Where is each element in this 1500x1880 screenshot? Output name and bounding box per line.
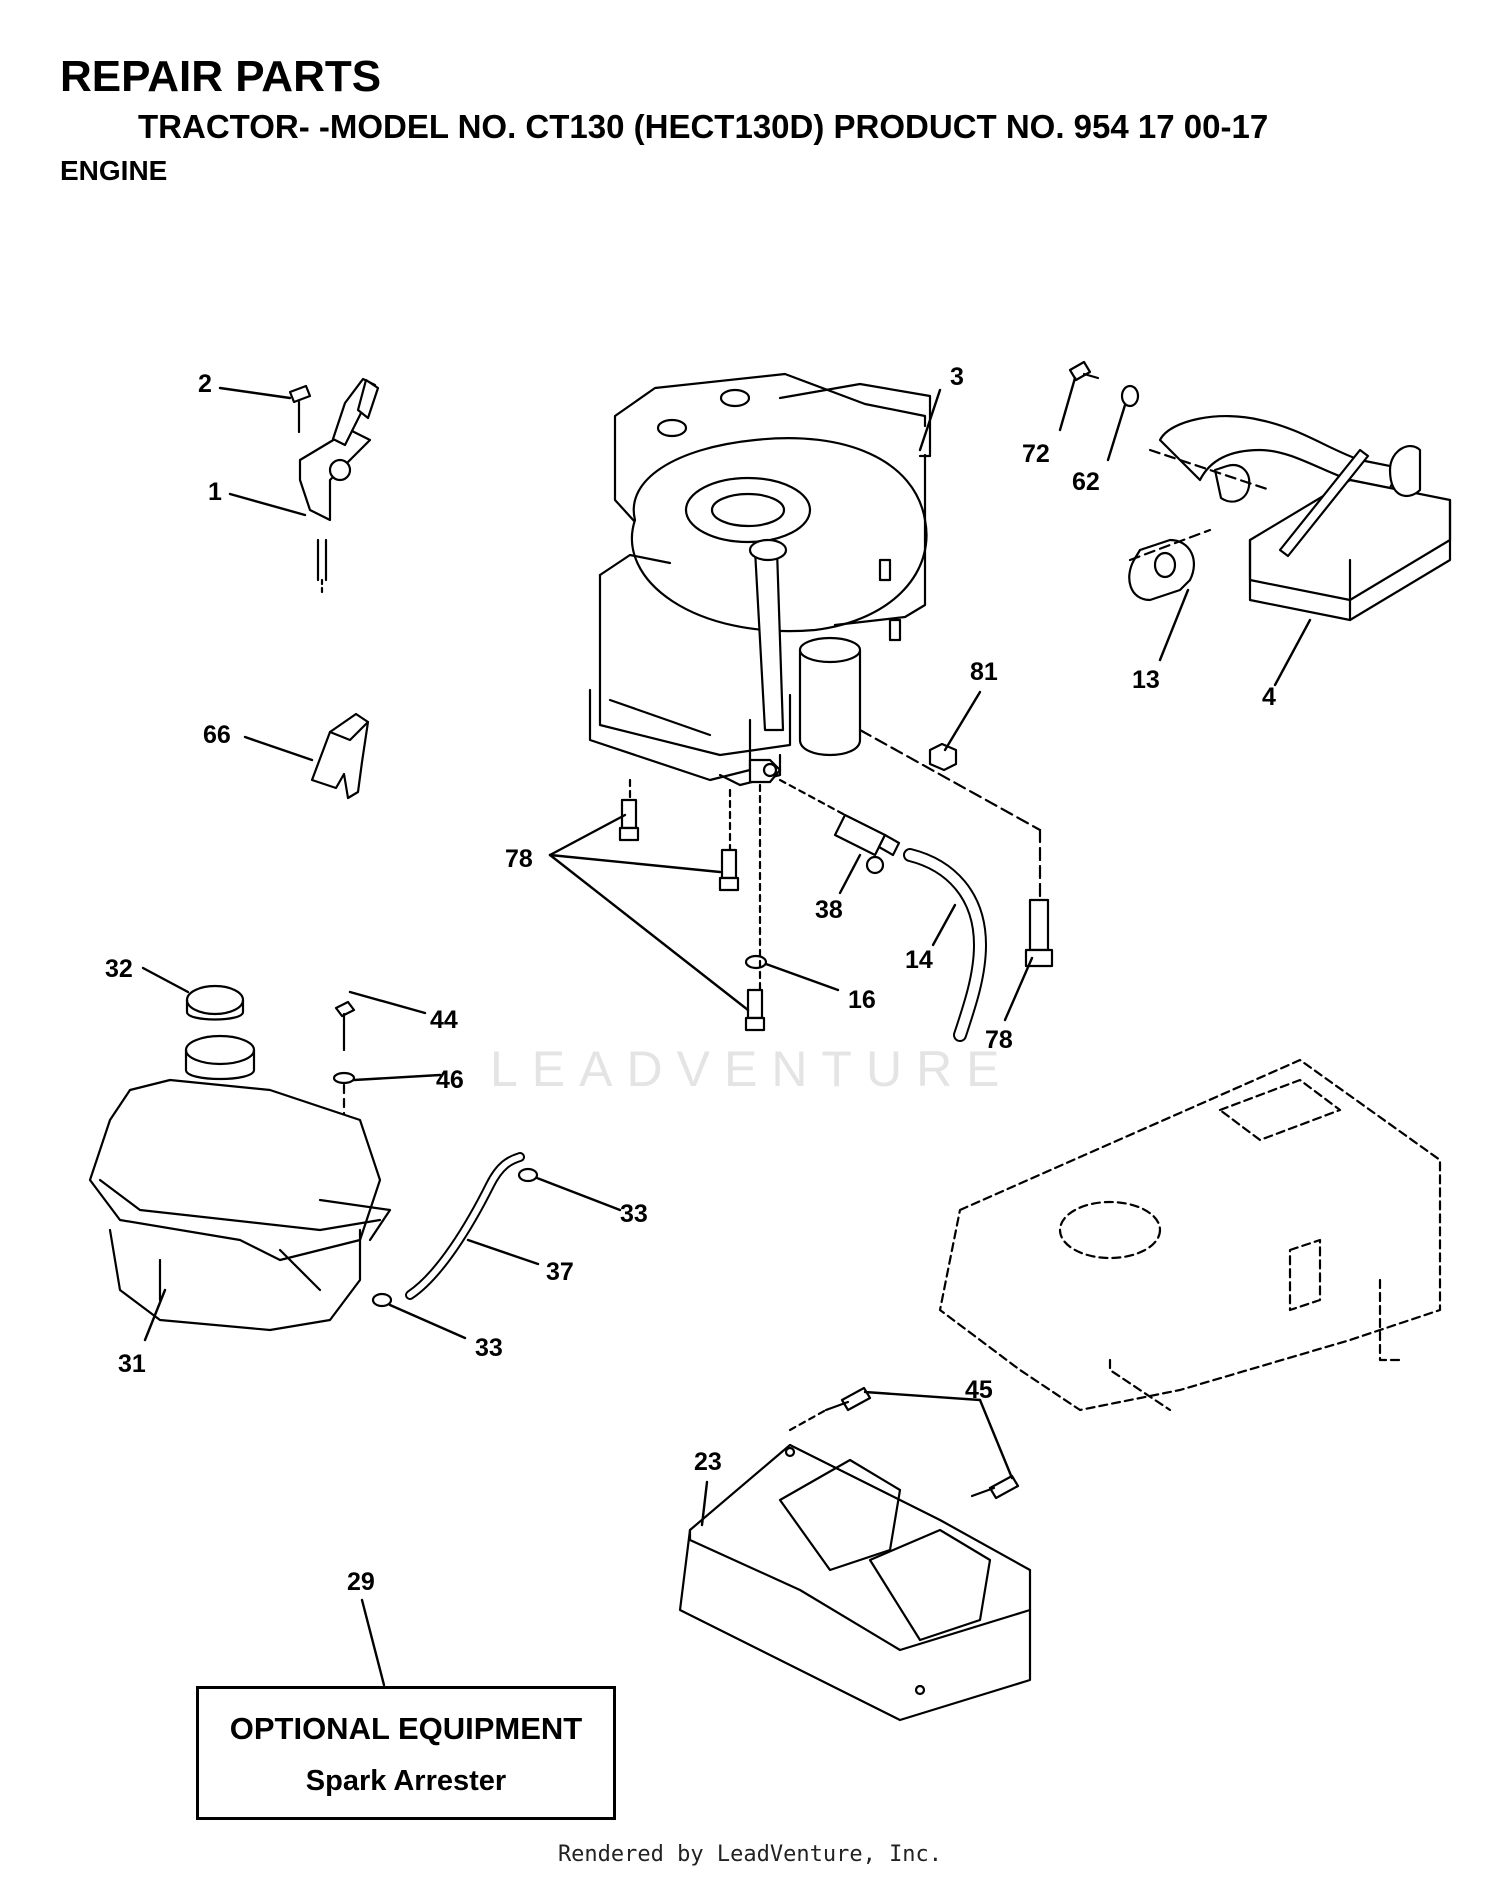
callout-23: 23	[694, 1448, 722, 1476]
watermark-text: LEADVENTURE	[490, 1041, 1014, 1097]
part-23-shield-plate-drawing	[678, 1443, 1032, 1722]
callout-16: 16	[848, 986, 876, 1014]
callout-4: 4	[1262, 683, 1276, 711]
part-66-bracket-drawing	[310, 712, 370, 800]
part-32-fuel-cap-drawing	[185, 984, 245, 1021]
callout-3: 3	[950, 363, 964, 391]
callout-38: 38	[815, 896, 843, 924]
part-78-bolts-drawing	[618, 798, 1054, 1032]
callout-2: 2	[198, 370, 212, 398]
callout-29: 29	[347, 1568, 375, 1596]
callout-33-top: 33	[620, 1200, 648, 1228]
part-2-bolt-drawing	[288, 384, 312, 434]
callout-33-bottom: 33	[475, 1334, 503, 1362]
part-44-screw-drawing	[334, 1000, 356, 1052]
part-72-bolt-drawing	[1068, 360, 1100, 382]
callout-14: 14	[905, 946, 933, 974]
tractor-frame-drawing	[938, 1058, 1442, 1412]
part-13-gasket-drawing	[1128, 528, 1212, 602]
optional-equipment-box: OPTIONAL EQUIPMENT Spark Arrester	[196, 1686, 616, 1820]
page-title: REPAIR PARTS	[60, 52, 382, 101]
callout-31: 31	[118, 1350, 146, 1378]
callout-66: 66	[203, 721, 231, 749]
part-38-fuel-filter-drawing	[778, 778, 901, 875]
part-33-clamp-top-drawing	[517, 1167, 539, 1183]
part-45-bolts-drawing	[788, 1386, 1020, 1500]
model-line: TRACTOR- -MODEL NO. CT130 (HECT130D) PRO…	[138, 108, 1269, 145]
callout-32: 32	[105, 955, 133, 983]
part-16-washer-drawing	[744, 954, 768, 970]
section-title: ENGINE	[60, 155, 168, 186]
callout-labels: 2 1 3 72 62 13 4 81 66 78 38 14 16 78 32…	[105, 363, 1276, 1596]
callout-1: 1	[208, 478, 222, 506]
callout-46: 46	[436, 1066, 464, 1094]
part-3-engine-drawing	[588, 372, 1042, 1022]
part-81-nut-drawing	[928, 742, 958, 772]
part-31-fuel-tank-drawing	[88, 1034, 392, 1332]
part-1-throttle-control-drawing	[298, 377, 380, 598]
callout-81: 81	[970, 658, 998, 686]
leader-lines	[141, 376, 1312, 1687]
callout-13: 13	[1132, 666, 1160, 694]
part-14-fuel-line-drawing	[903, 848, 987, 1042]
callout-78-right: 78	[985, 1026, 1013, 1054]
callout-37: 37	[546, 1258, 574, 1286]
optional-equipment-heading: OPTIONAL EQUIPMENT	[229, 1711, 583, 1746]
part-4-muffler-drawing	[1148, 414, 1452, 622]
optional-equipment-item: Spark Arrester	[305, 1765, 507, 1797]
part-33-clamp-bottom-drawing	[371, 1292, 393, 1308]
callout-78-left: 78	[505, 845, 533, 873]
callout-62: 62	[1072, 468, 1100, 496]
part-37-hose-drawing	[405, 1152, 525, 1300]
callout-72: 72	[1022, 440, 1050, 468]
callout-45: 45	[965, 1376, 993, 1404]
callout-44: 44	[430, 1006, 458, 1034]
part-62-washer-drawing	[1120, 384, 1140, 408]
footer-credit: Rendered by LeadVenture, Inc.	[557, 1842, 943, 1867]
